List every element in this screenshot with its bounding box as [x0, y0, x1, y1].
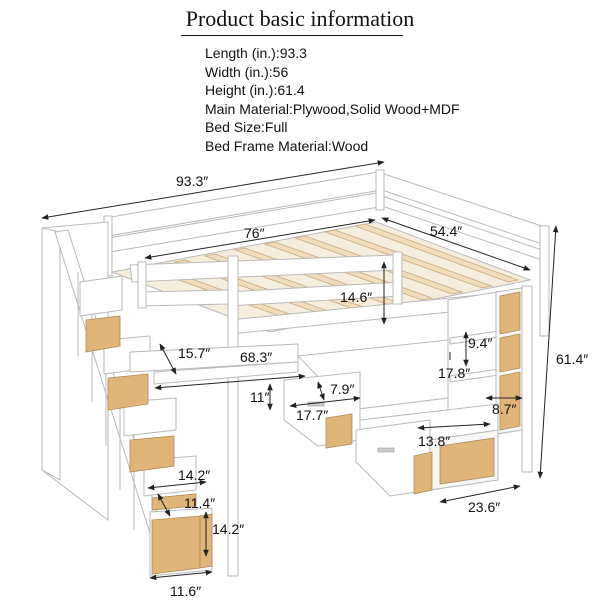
dim-cabinet-width: 8.7″	[492, 401, 516, 417]
title-underline	[181, 35, 403, 36]
dim-drawer-depth: 13.8″	[418, 433, 450, 449]
dim-drawer-width: 17.7″	[296, 407, 328, 423]
dim-shelf-width: 17.8″	[438, 365, 470, 381]
staircase-wood-panels	[85, 315, 213, 575]
dim-desk-depth: 15.7″	[178, 345, 210, 361]
spec-material: Main Material:Plywood,Solid Wood+MDF	[205, 100, 460, 117]
dim-step-height: 11.4″	[184, 495, 215, 511]
dim-guardrail-height: 14.6″	[340, 289, 372, 305]
dim-step-base-height: 14.2″	[212, 521, 244, 537]
dim-drawer-height: 11″	[250, 389, 270, 405]
spec-length: Length (in.):93.3	[205, 45, 307, 61]
spec-height: Height (in.):61.4	[205, 82, 305, 98]
dim-bed-length: 76″	[244, 225, 265, 241]
spec-frame-material: Bed Frame Material:Wood	[205, 137, 369, 154]
dim-desk-length: 68.3″	[240, 349, 272, 365]
dim-length-total: 93.3″	[176, 173, 208, 189]
dim-shelf-height: 9.4″	[468, 335, 492, 351]
spec-bed-size: Bed Size:Full	[205, 119, 288, 135]
dim-step-depth: 11.6″	[170, 583, 201, 599]
dim-step-width: 14.2″	[178, 467, 210, 483]
dimension-labels: 93.3″ 76″ 54.4″ 61.4″ 14.6″ 68.3″ 15.7″ …	[170, 173, 588, 599]
dimension-lines	[41, 160, 559, 581]
dim-drawer-gap: 7.9″	[330, 381, 354, 397]
dim-height-total: 61.4″	[556, 351, 588, 367]
spec-list: Length (in.):93.3 Width (in.):56 Height …	[205, 44, 460, 155]
dim-desk-unit-depth: 23.6″	[468, 499, 500, 515]
page-title: Product basic information	[185, 6, 415, 31]
spec-width: Width (in.):56	[205, 63, 289, 80]
desk-wood-panels	[325, 291, 521, 495]
dim-bed-width: 54.4″	[430, 223, 462, 239]
